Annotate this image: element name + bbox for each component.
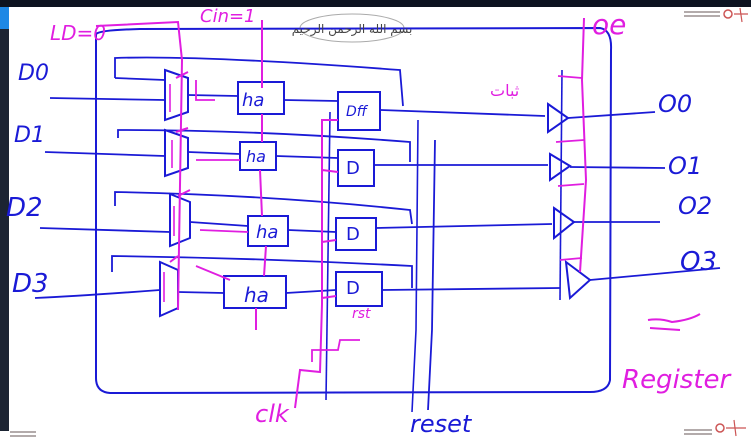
underline-squiggle (647, 313, 701, 331)
clk-line (294, 119, 339, 409)
oe-line (579, 17, 588, 273)
mux-to-ha-2 (189, 221, 249, 227)
buffer-1 (549, 152, 572, 182)
clk-pulse (311, 339, 360, 362)
input-label-d2: D2 (6, 193, 43, 223)
flipflop-0 (337, 91, 381, 131)
output-wire-3 (589, 267, 721, 281)
corner-flourish-bottom-right (684, 419, 746, 437)
oe-label: oe (592, 8, 626, 41)
ff-out-2 (375, 223, 553, 229)
cin-label: Cin=1 (200, 6, 256, 27)
mux-2 (169, 192, 191, 248)
mux-arrows (163, 84, 175, 302)
mux-3 (159, 260, 179, 318)
output-wire-1 (569, 166, 666, 169)
ha-to-ff-3 (285, 289, 337, 294)
buffer-3 (564, 259, 592, 301)
output-label-o0: O0 (658, 90, 692, 118)
feedback-wire-3 (111, 255, 413, 288)
mux-to-ha-3 (177, 291, 225, 294)
ha-label-0: ha (242, 90, 264, 111)
output-label-o1: O1 (668, 152, 702, 180)
buffer-0 (547, 102, 570, 134)
corner-flourish-bottom-left (10, 431, 36, 437)
ff-out-3 (381, 287, 561, 291)
ff-label-1: D (346, 158, 360, 179)
arabic-annotation: ثبات (490, 81, 519, 100)
ld-label: LD=0 (50, 21, 106, 45)
window-top-bar (0, 0, 751, 7)
input-label-d1: D1 (14, 123, 45, 148)
rst-label: rst (352, 306, 371, 322)
flipflop-1 (337, 149, 375, 187)
input-wire-2 (39, 227, 171, 233)
mux-1 (164, 128, 189, 178)
feedback-wire-2 (114, 191, 413, 225)
output-label-o2: O2 (678, 192, 712, 220)
ha-label-1: ha (246, 147, 266, 166)
input-wire-1 (44, 151, 166, 157)
bottom-strip (0, 431, 751, 441)
calligraphy-logo: بسم الله الرحمن الرحيم (292, 13, 413, 43)
clk-bus-blue (325, 111, 331, 401)
input-wire-0 (49, 97, 166, 101)
ha-to-ff-0 (283, 99, 339, 102)
reset-bus (427, 139, 436, 411)
ff-label-2: D (346, 224, 360, 245)
calligraphy-text: بسم الله الرحمن الرحيم (292, 22, 413, 37)
ff-label-3: D (346, 278, 360, 299)
ld-taps (169, 71, 191, 263)
ha-label-2: ha (256, 222, 278, 243)
accent-tab[interactable] (0, 7, 9, 29)
ff-out-0 (379, 109, 546, 117)
ha-carry-chain (255, 114, 267, 330)
input-label-d0: D0 (18, 61, 49, 86)
flipflop-2 (335, 217, 377, 251)
buffer-2 (553, 206, 576, 241)
clk-label: clk (255, 400, 290, 428)
oe-taps (555, 75, 585, 261)
mux-feed-0 (114, 77, 166, 81)
ff-top-label: Dff (346, 104, 369, 120)
ha-to-ff-1 (275, 155, 339, 159)
whiteboard-canvas (9, 7, 751, 431)
register-boundary (95, 26, 613, 395)
mux-to-ha-1 (187, 151, 241, 155)
corner-flourish-top-right (684, 7, 748, 23)
mux-to-ha-magenta (195, 80, 249, 281)
feedback-wire-0 (114, 56, 404, 107)
input-label-d3: D3 (12, 269, 49, 299)
output-label-o3: O3 (680, 247, 717, 277)
input-wire-3 (34, 289, 161, 299)
half-adder-2 (247, 215, 289, 247)
register-label: Register (622, 365, 733, 395)
flipflop-3 (335, 271, 383, 307)
ha-label-3: ha (244, 283, 269, 307)
reset-label: reset (410, 410, 473, 438)
inner-bus (411, 119, 419, 413)
ld-line (95, 20, 184, 311)
